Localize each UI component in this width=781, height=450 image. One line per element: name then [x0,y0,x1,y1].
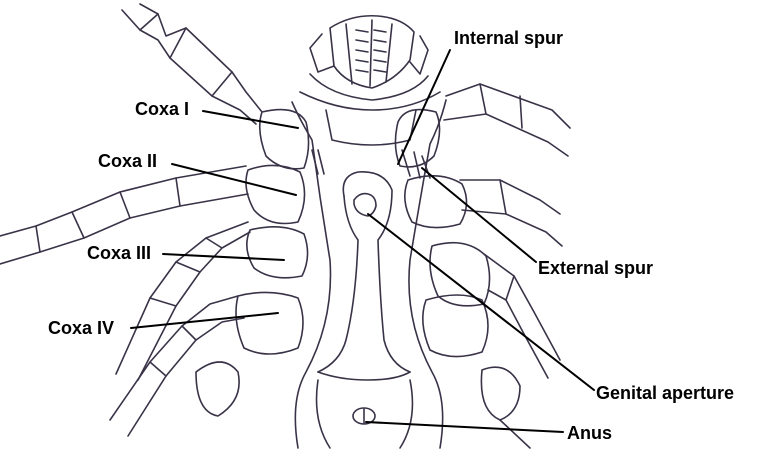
coxae-left [235,108,325,355]
label-anus: Anus [567,423,612,443]
label-coxa-4: Coxa IV [48,318,115,338]
leader-genital [367,213,595,391]
leader-coxa-3 [162,253,285,261]
label-external-spur: External spur [538,258,654,278]
leader-anus [365,421,564,433]
leader-coxa-4 [130,312,279,329]
anal-plate [315,379,414,449]
leader-coxa-2 [171,163,297,196]
legs-right [443,83,571,449]
label-coxa-2: Coxa II [98,151,158,171]
label-internal-spur: Internal spur [454,28,564,48]
label-coxa-3: Coxa III [87,243,152,263]
label-genital-aperture: Genital aperture [596,383,735,403]
legs-left [0,3,263,437]
label-coxa-1: Coxa I [135,99,190,119]
capitulum [299,14,441,111]
leader-coxa-1 [202,110,299,129]
leader-external [421,167,537,263]
leader-internal [397,49,451,165]
